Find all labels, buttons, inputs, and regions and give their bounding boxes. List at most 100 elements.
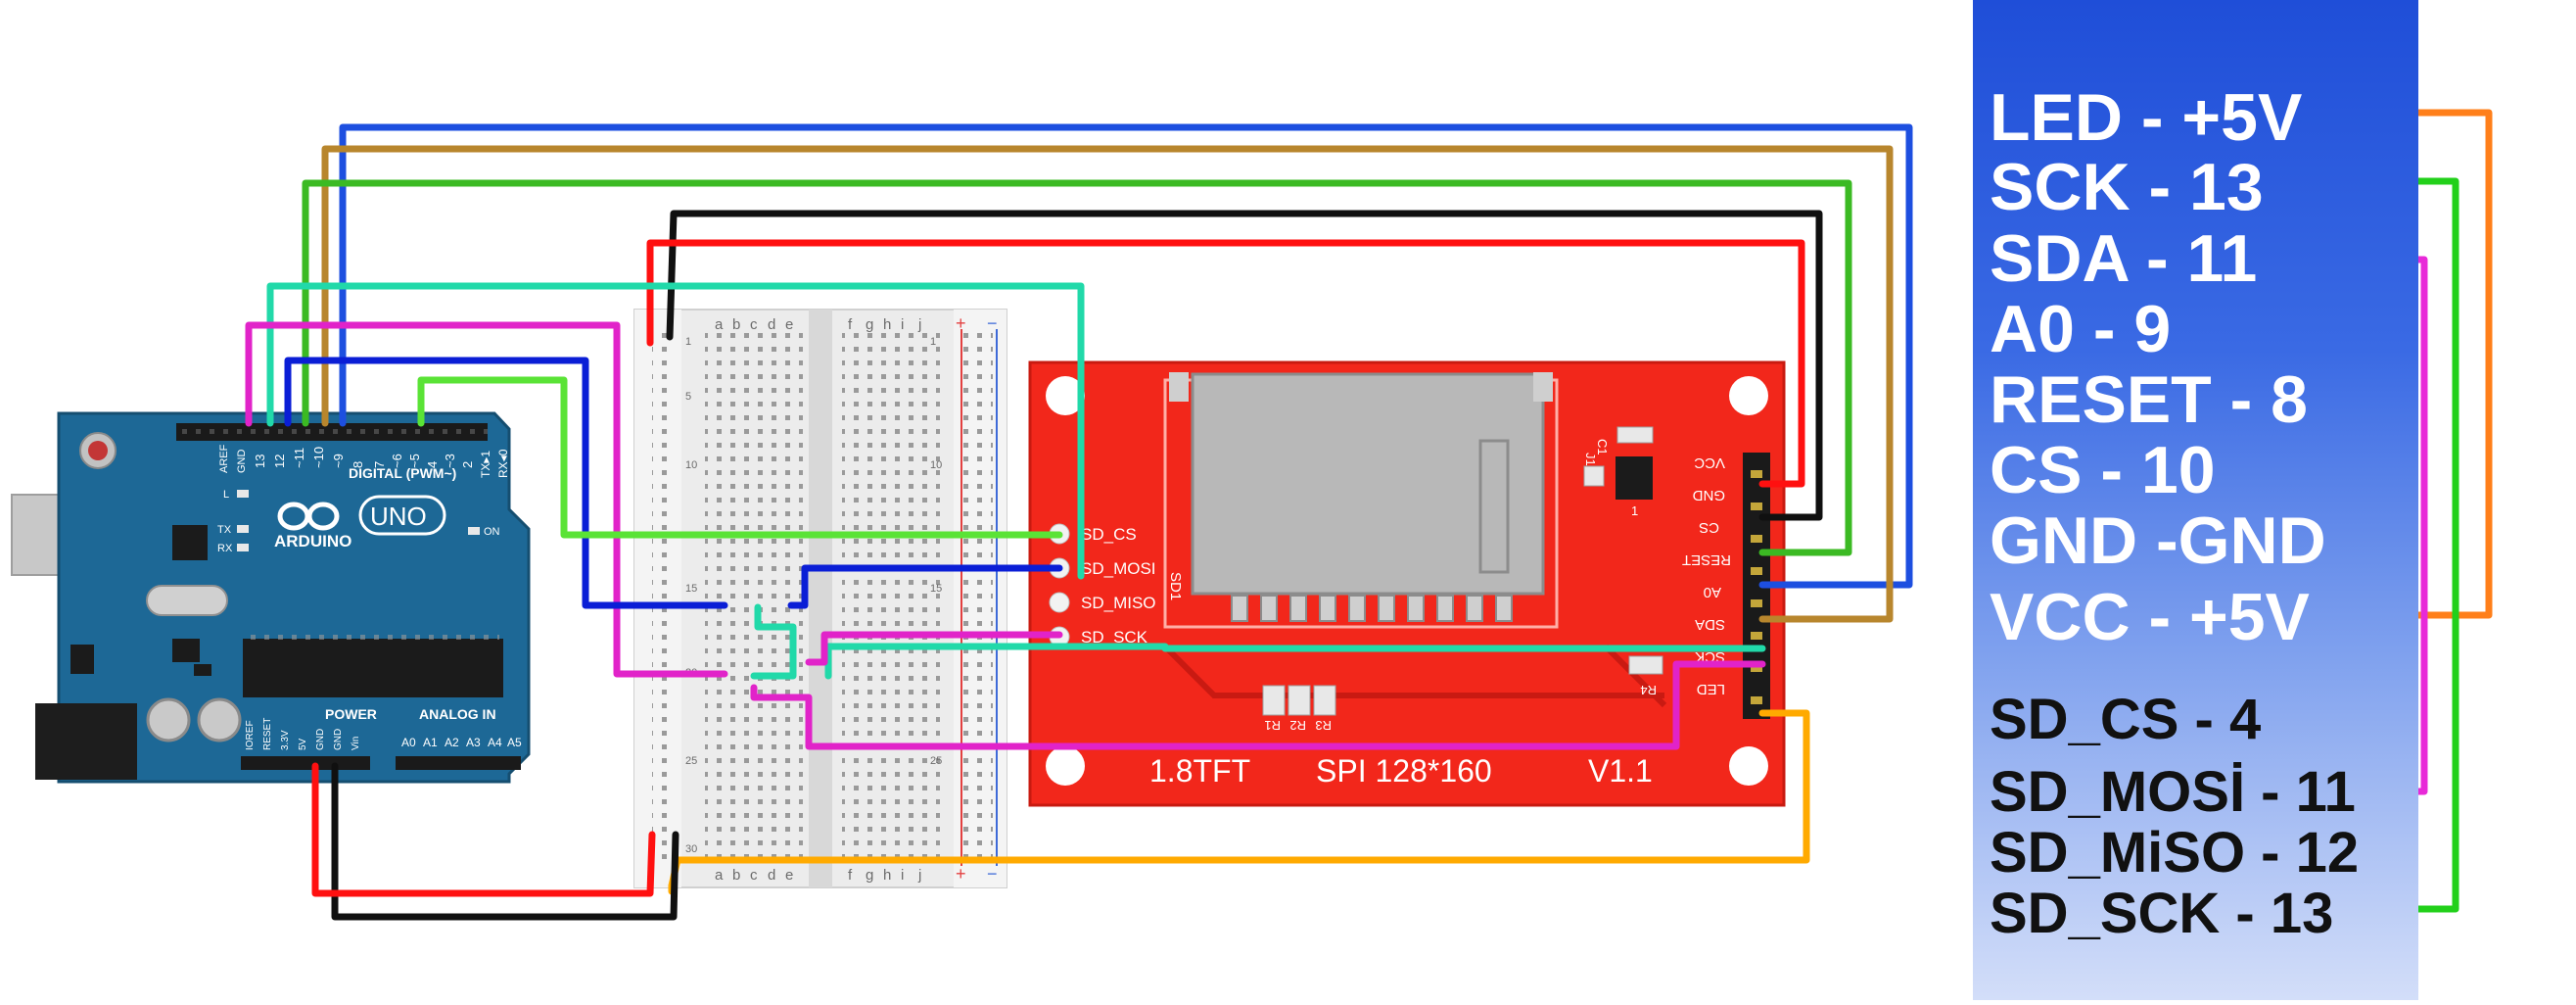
tft-vcc-label: VCC [1694, 455, 1725, 471]
bb-row-15: 15 [685, 583, 697, 595]
bb-col-a: a [715, 316, 724, 333]
tft-module: SD_CS SD_MOSI SD_MISO SD_SCK SD1 R1 R2 R… [1028, 360, 1786, 807]
tx-led-label: TX [217, 524, 232, 536]
wire-magenta-sd-sck [805, 631, 1063, 666]
a0-label: A0 [401, 736, 416, 749]
breadboard: a b c d e f g h i j a b c d e f g h i j … [633, 309, 1007, 888]
rx-led-label: RX [217, 543, 233, 554]
arduino-logo: ARDUINO [274, 502, 351, 550]
tft-sd-mosi-label: SD_MOSI [1081, 559, 1156, 578]
wire-teal-bridge [750, 603, 797, 680]
wire-magenta-12 [245, 321, 728, 678]
bb-row-30: 30 [685, 843, 697, 855]
tft-sd-sck-label: SD_SCK [1081, 628, 1148, 646]
wire-black-gnd [666, 210, 1823, 521]
bb-col-j: j [917, 316, 921, 333]
pin-7: 7 [372, 461, 387, 468]
pin-9: ~9 [331, 454, 346, 468]
pin-5: ~5 [407, 454, 422, 468]
wire-red-arduino-5v [311, 762, 656, 897]
bb-col-d: d [768, 316, 775, 333]
bb-col-f-bottom: f [848, 867, 853, 884]
a5-label: A5 [507, 736, 522, 749]
legend-gnd: GND -GND [1990, 503, 2326, 578]
digital-header: DIGITAL (PWM~) [349, 465, 456, 481]
capacitor-2 [197, 697, 242, 742]
bb-plus-bottom: + [956, 864, 966, 884]
tft-title-model: 1.8TFT [1149, 753, 1250, 789]
bb-row-1: 1 [685, 336, 691, 348]
tft-gnd-label: GND [1693, 487, 1726, 503]
bb-row-1-right: 1 [930, 336, 936, 348]
wire-navy-sd-mosi [787, 564, 1063, 609]
gnd-label: GND [236, 450, 248, 474]
bb-row-10: 10 [685, 459, 697, 471]
bb-col-h: h [883, 316, 891, 333]
tft-sda-label: SDA [1695, 616, 1725, 633]
a4-label: A4 [488, 736, 502, 749]
vin-label: Vin [351, 737, 361, 750]
tft-reset-label: RESET [1682, 551, 1731, 568]
tx-pin-label: TX▸1 [479, 451, 492, 478]
bb-col-g-bottom: g [866, 867, 873, 884]
wire-magenta-sda [750, 660, 1766, 750]
a3-label: A3 [466, 736, 481, 749]
tft-r4-label: R4 [1640, 683, 1657, 697]
tft-sd-miso-label: SD_MISO [1081, 594, 1156, 612]
wire-green-cs [302, 179, 1852, 556]
pin-10: ~10 [311, 447, 326, 468]
bb-row-25: 25 [685, 755, 697, 767]
rx-pin-label: RX◂0 [496, 449, 510, 478]
atmega-chip [243, 639, 503, 697]
tft-regulator [1616, 456, 1653, 500]
bb-col-d-bottom: d [768, 867, 775, 884]
bb-col-b: b [732, 316, 740, 333]
pin-11: ~11 [292, 448, 306, 468]
tft-j1-label: J1 [1583, 453, 1598, 466]
tft-a0-label: A0 [1704, 584, 1721, 600]
bb-row-5: 5 [685, 391, 691, 403]
bb-col-f: f [848, 316, 853, 333]
bb-col-a-bottom: a [715, 867, 724, 884]
bb-minus: − [987, 313, 998, 333]
pin-3: ~3 [443, 454, 457, 468]
bb-col-e-bottom: e [785, 867, 793, 884]
wire-teal-sd-cs [266, 282, 1085, 580]
tft-c1-label: C1 [1595, 439, 1610, 455]
tft-sd1-label: SD1 [1167, 572, 1184, 600]
tft-title-version: V1.1 [1588, 753, 1653, 789]
capacitor-1 [146, 697, 191, 742]
legend-sd-cs: SD_CS - 4 [1990, 688, 2262, 751]
a1-label: A1 [423, 736, 438, 749]
bb-plus: + [956, 313, 966, 333]
bb-col-e: e [785, 316, 793, 333]
bb-row-10-right: 10 [930, 459, 942, 471]
tft-cs-label: CS [1699, 519, 1719, 536]
legend-reset: RESET - 8 [1990, 362, 2308, 437]
power-jack [35, 703, 137, 780]
aref-label: AREF [218, 444, 230, 473]
legend-sd-miso: SD_MiSO - 12 [1990, 821, 2360, 885]
bb-col-i: i [901, 316, 904, 333]
reset-button[interactable] [88, 441, 108, 460]
a2-label: A2 [445, 736, 459, 749]
wire-navy-11 [284, 357, 728, 609]
bb-col-i-bottom: i [901, 867, 904, 884]
wire-blue-a0 [339, 123, 1913, 589]
wire-lime-pin4 [417, 376, 1063, 539]
pinout-legend-panel [1973, 0, 2418, 1000]
power-header: POWER [325, 706, 377, 722]
analog-header: ANALOG IN [419, 706, 496, 722]
bb-col-c-bottom: c [750, 867, 758, 884]
gnd2-label: GND [333, 729, 344, 750]
tft-r1-label: R1 [1264, 718, 1281, 733]
pin-12: 12 [272, 455, 287, 468]
wire-olive-reset [321, 145, 1894, 623]
bb-minus-bottom: − [987, 864, 998, 884]
bb-col-c: c [750, 316, 758, 333]
uno-model: UNO [370, 502, 427, 531]
tft-r2-label: R2 [1289, 718, 1306, 733]
pin-4: 4 [425, 461, 440, 468]
arduino-uno-board: AREF GND 13 12 ~11 ~10 ~9 8 7 ~6 ~5 4 ~3… [11, 411, 531, 784]
legend-a0: A0 - 9 [1990, 292, 2172, 366]
